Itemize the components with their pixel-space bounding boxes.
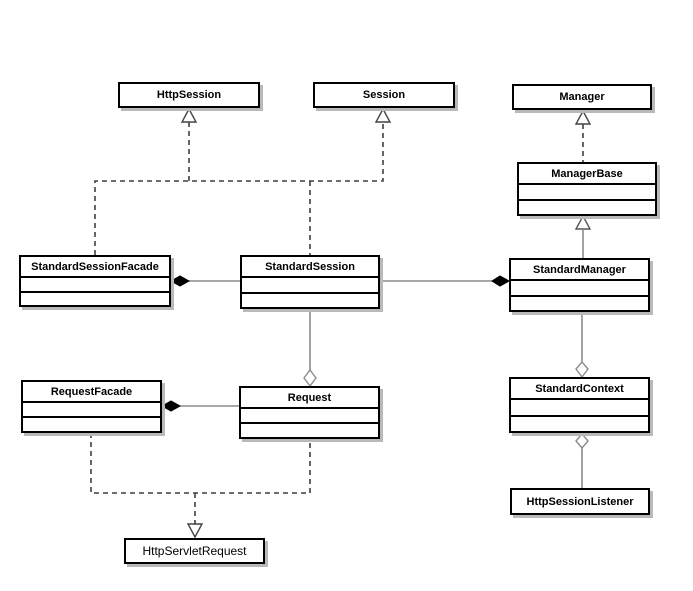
aggregation-standardcontext-standardmanager xyxy=(575,312,589,379)
generalization-arrowhead-icon xyxy=(574,214,592,230)
aggregation-diamond-icon xyxy=(575,360,589,379)
class-standardcontext: StandardContext xyxy=(509,377,650,433)
generalization-standardmanager-managerbase xyxy=(574,214,592,258)
class-name: Manager xyxy=(559,91,605,103)
realization-bus-httpsession-session xyxy=(94,107,392,255)
class-name: HttpSession xyxy=(156,89,222,101)
operations-compartment xyxy=(511,294,648,311)
realization-arrowhead-icon xyxy=(186,523,204,539)
composition-requestfacade-request xyxy=(160,400,239,412)
operations-compartment xyxy=(519,198,655,215)
composition-diamond-icon xyxy=(160,400,182,412)
class-httpsessionlistener: HttpSessionListener xyxy=(510,488,650,515)
operations-compartment xyxy=(23,416,160,431)
aggregation-diamond-icon xyxy=(303,368,317,388)
class-name: StandardContext xyxy=(535,382,624,395)
aggregation-diamond-icon xyxy=(575,432,589,450)
class-managerbase: ManagerBase xyxy=(517,162,657,216)
class-name: StandardManager xyxy=(533,263,626,276)
operations-compartment xyxy=(242,291,378,308)
class-requestfacade: RequestFacade xyxy=(21,380,162,433)
class-standardsessionfacade: StandardSessionFacade xyxy=(19,255,171,307)
aggregation-standardcontext-httpsessionlistener xyxy=(575,432,589,488)
operations-compartment xyxy=(241,422,378,437)
realization-arrowhead-icon xyxy=(374,107,392,123)
realization-managerbase-manager xyxy=(574,109,592,162)
class-standardsession: StandardSession xyxy=(240,255,380,309)
attributes-compartment xyxy=(241,407,378,422)
class-httpservletrequest: HttpServletRequest xyxy=(124,538,265,564)
attributes-compartment xyxy=(21,276,169,291)
attributes-compartment xyxy=(242,276,378,292)
class-session: Session xyxy=(313,82,455,108)
composition-diamond-icon xyxy=(169,275,191,287)
class-name: Session xyxy=(362,89,406,101)
class-standardmanager: StandardManager xyxy=(509,258,650,312)
realization-arrowhead-icon xyxy=(574,109,592,125)
aggregation-request-standardsession xyxy=(303,309,317,388)
composition-standardmanager-standardsession xyxy=(380,275,511,287)
class-name: StandardSessionFacade xyxy=(31,260,159,273)
attributes-compartment xyxy=(23,401,160,416)
attributes-compartment xyxy=(519,183,655,199)
class-name: ManagerBase xyxy=(551,167,623,180)
class-name: HttpSessionListener xyxy=(526,495,634,508)
class-name: Request xyxy=(287,391,332,404)
realization-arrowhead-icon xyxy=(180,107,198,123)
realization-bus-httpservletrequest xyxy=(90,433,311,539)
class-manager: Manager xyxy=(512,84,652,110)
attributes-compartment xyxy=(511,279,648,295)
operations-compartment xyxy=(21,290,169,306)
operations-compartment xyxy=(511,414,648,432)
class-name: RequestFacade xyxy=(50,385,133,398)
class-name: HttpServletRequest xyxy=(142,544,247,558)
attributes-compartment xyxy=(511,398,648,415)
class-httpsession: HttpSession xyxy=(118,82,260,108)
class-request: Request xyxy=(239,386,380,439)
class-name: StandardSession xyxy=(265,260,355,273)
composition-diamond-icon xyxy=(491,275,511,287)
composition-standardsessionfacade-standardsession xyxy=(169,275,240,287)
